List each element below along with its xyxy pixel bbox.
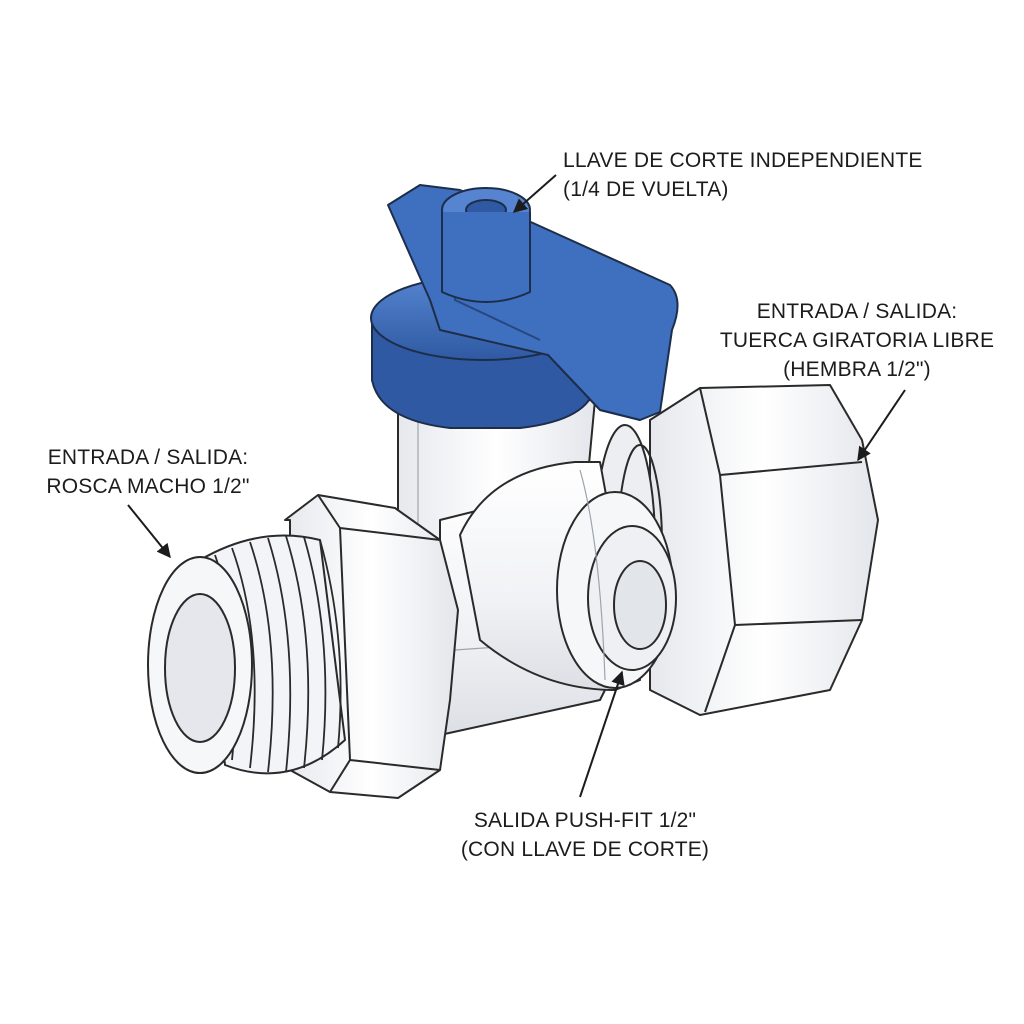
callout-swivel-nut-line3: (HEMBRA 1/2") — [783, 358, 931, 381]
callout-swivel-nut-line1: ENTRADA / SALIDA: — [756, 300, 958, 323]
callout-shutoff-line2: (1/4 DE VUELTA) — [563, 178, 729, 201]
leader-shutoff — [512, 174, 557, 213]
callout-push-fit-line1: SALIDA PUSH-FIT 1/2" — [473, 809, 697, 832]
swivel-nut-body — [649, 384, 879, 716]
swivel-nut-facet-lower — [704, 624, 736, 713]
leader-lines — [127, 174, 906, 798]
push-fit-outlet — [459, 461, 677, 691]
callout-shutoff: LLAVE DE CORTE INDEPENDIENTE (1/4 DE VUE… — [563, 146, 923, 204]
callout-male-thread-line1: ENTRADA / SALIDA: — [47, 446, 249, 469]
push-fit-bore — [613, 560, 667, 650]
male-thread-bore — [164, 593, 236, 743]
callout-male-thread-line2: ROSCA MACHO 1/2" — [46, 475, 250, 498]
callout-shutoff-line1: LLAVE DE CORTE INDEPENDIENTE — [563, 149, 923, 172]
leader-swivel-nut — [857, 389, 906, 462]
callout-push-fit-line2: (CON LLAVE DE CORTE) — [460, 838, 710, 861]
handle-lever-edge — [547, 354, 641, 421]
leader-push-fit — [579, 670, 625, 798]
shutoff-handle — [370, 184, 679, 429]
callout-male-thread: ENTRADA / SALIDA: ROSCA MACHO 1/2" — [28, 443, 268, 501]
male-thread — [147, 534, 346, 775]
callout-push-fit: SALIDA PUSH-FIT 1/2" (CON LLAVE DE CORTE… — [440, 806, 730, 864]
leader-male-thread — [127, 504, 171, 559]
callout-swivel-nut: ENTRADA / SALIDA: TUERCA GIRATORIA LIBRE… — [700, 297, 1014, 384]
callout-swivel-nut-line2: TUERCA GIRATORIA LIBRE — [719, 329, 995, 352]
